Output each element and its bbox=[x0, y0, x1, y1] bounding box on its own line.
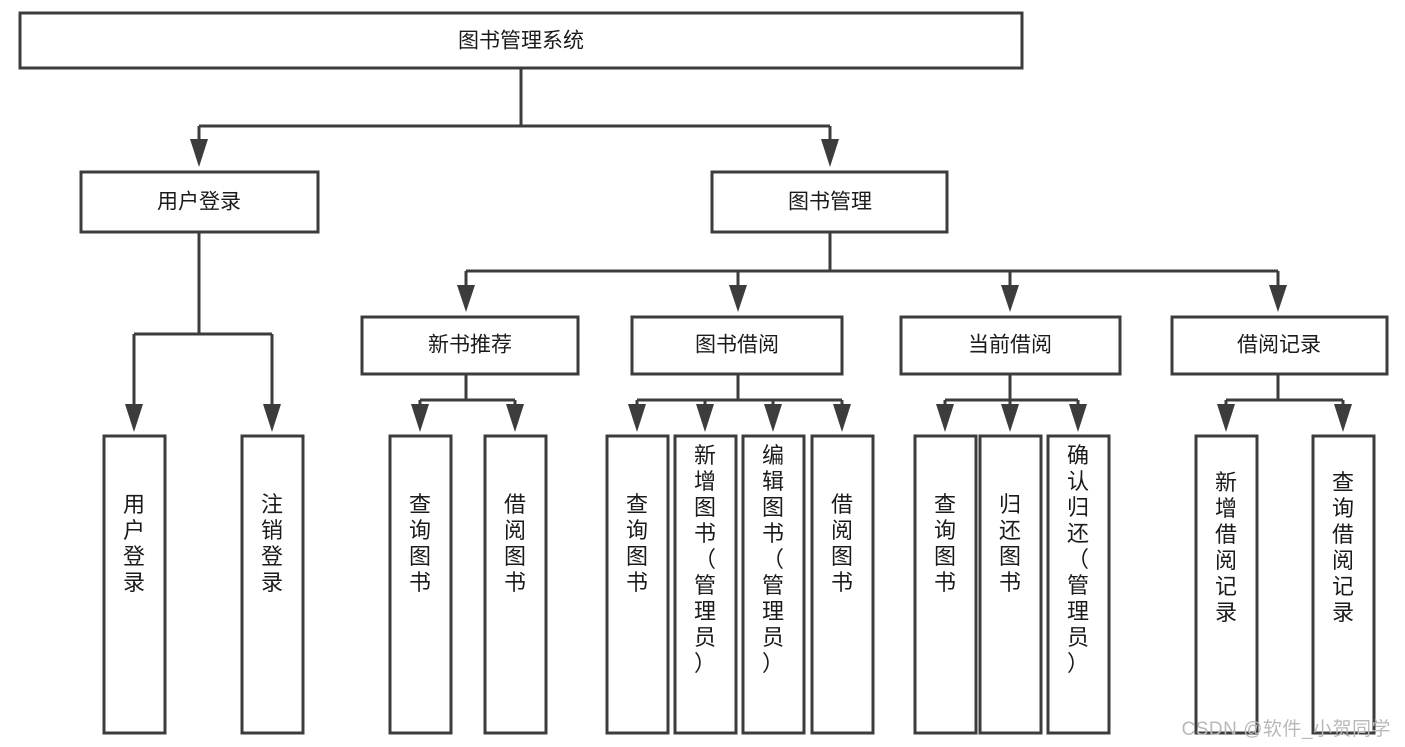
node-leaf-borrow-book-1-box[interactable] bbox=[483, 434, 548, 735]
node-leaf-edit-book-admin-label: 编辑图书（管理员） bbox=[762, 443, 784, 676]
node-current-borrow[interactable]: 当前借阅 bbox=[899, 315, 1122, 376]
node-leaf-confirm-return-admin[interactable]: 确认归还（管理员） bbox=[1046, 434, 1111, 735]
node-leaf-user-login-label: 用户登录 bbox=[123, 492, 145, 595]
node-leaf-query-book-1[interactable]: 查询图书 bbox=[388, 434, 453, 735]
arrow-head-leaf-borrow-book-2 bbox=[833, 404, 851, 432]
node-book-borrow[interactable]: 图书借阅 bbox=[630, 315, 844, 376]
node-leaf-borrow-book-2[interactable]: 借阅图书 bbox=[810, 434, 875, 735]
node-leaf-add-borrow-record-box[interactable] bbox=[1194, 434, 1259, 735]
node-leaf-add-borrow-record-label: 新增借阅记录 bbox=[1215, 470, 1237, 625]
node-leaf-add-book-admin-box[interactable] bbox=[673, 434, 738, 735]
arrow-head-book-management bbox=[821, 139, 839, 167]
node-current-borrow-label: 当前借阅 bbox=[968, 334, 1052, 357]
node-book-borrow-label: 图书借阅 bbox=[695, 334, 779, 357]
node-leaf-logout-login[interactable]: 注销登录 bbox=[240, 434, 305, 735]
node-leaf-add-book-admin[interactable]: 新增图书（管理员） bbox=[673, 434, 738, 735]
connector-group-book-borrow bbox=[628, 374, 851, 432]
node-new-book-recommend-label: 新书推荐 bbox=[428, 334, 512, 357]
node-leaf-query-book-3-label: 查询图书 bbox=[934, 492, 956, 595]
node-book-borrow-box[interactable] bbox=[630, 315, 844, 376]
node-leaf-query-borrow-record-label: 查询借阅记录 bbox=[1332, 470, 1354, 625]
node-leaf-add-borrow-record[interactable]: 新增借阅记录 bbox=[1194, 434, 1259, 735]
node-leaf-user-login[interactable]: 用户登录 bbox=[102, 434, 167, 735]
node-root-label: 图书管理系统 bbox=[458, 30, 584, 53]
node-user-login[interactable]: 用户登录 bbox=[79, 170, 320, 234]
node-leaf-query-book-2-label: 查询图书 bbox=[626, 492, 648, 595]
node-new-book-recommend-box[interactable] bbox=[360, 315, 580, 376]
node-leaf-return-book[interactable]: 归还图书 bbox=[978, 434, 1043, 735]
node-book-management[interactable]: 图书管理 bbox=[710, 170, 949, 234]
arrow-head-leaf-borrow-book-1 bbox=[506, 404, 524, 432]
node-root-system[interactable]: 图书管理系统 bbox=[18, 11, 1024, 70]
node-leaf-edit-book-admin-box[interactable] bbox=[741, 434, 806, 735]
node-leaf-query-book-2[interactable]: 查询图书 bbox=[605, 434, 670, 735]
node-borrow-record-label: 借阅记录 bbox=[1237, 334, 1321, 357]
arrow-head-leaf-query-borrow-record bbox=[1334, 404, 1352, 432]
node-leaf-borrow-book-1[interactable]: 借阅图书 bbox=[483, 434, 548, 735]
node-user-login-box[interactable] bbox=[79, 170, 320, 234]
connector-group-user-login bbox=[125, 232, 281, 432]
node-root-box[interactable] bbox=[18, 11, 1024, 70]
node-leaf-return-book-label: 归还图书 bbox=[999, 492, 1021, 595]
node-new-book-recommend[interactable]: 新书推荐 bbox=[360, 315, 580, 376]
arrow-head-leaf-query-book-3 bbox=[936, 404, 954, 432]
node-leaf-query-book-2-box[interactable] bbox=[605, 434, 670, 735]
node-leaf-query-book-3[interactable]: 查询图书 bbox=[913, 434, 978, 735]
node-book-management-label: 图书管理 bbox=[788, 191, 872, 214]
connector-group-root bbox=[190, 68, 839, 167]
node-current-borrow-box[interactable] bbox=[899, 315, 1122, 376]
node-leaf-borrow-book-2-label: 借阅图书 bbox=[831, 492, 853, 595]
arrow-head-user-login bbox=[190, 139, 208, 167]
node-leaf-borrow-book-1-label: 借阅图书 bbox=[504, 492, 526, 595]
node-leaf-query-book-1-label: 查询图书 bbox=[409, 492, 431, 595]
arrow-head-new-book-recommend bbox=[457, 285, 475, 312]
csdn-watermark: CSDN @软件_小贺同学 bbox=[1181, 719, 1391, 740]
node-book-management-box[interactable] bbox=[710, 170, 949, 234]
connector-group-current-borrow bbox=[936, 374, 1087, 432]
node-leaf-query-book-3-box[interactable] bbox=[913, 434, 978, 735]
arrow-head-leaf-return-book bbox=[1001, 404, 1019, 432]
arrow-head-leaf-edit-book-admin bbox=[764, 404, 782, 432]
node-leaf-query-borrow-record-box[interactable] bbox=[1311, 434, 1376, 735]
node-leaf-user-login-box[interactable] bbox=[102, 434, 167, 735]
node-user-login-label: 用户登录 bbox=[157, 191, 241, 214]
node-leaf-logout-login-label: 注销登录 bbox=[261, 492, 283, 595]
node-borrow-record[interactable]: 借阅记录 bbox=[1170, 315, 1389, 376]
node-leaf-return-book-box[interactable] bbox=[978, 434, 1043, 735]
node-leaf-borrow-book-2-box[interactable] bbox=[810, 434, 875, 735]
arrow-head-book-borrow bbox=[729, 285, 747, 312]
node-leaf-logout-login-box[interactable] bbox=[240, 434, 305, 735]
node-leaf-confirm-return-admin-label: 确认归还（管理员） bbox=[1067, 443, 1089, 676]
arrow-head-current-borrow bbox=[1001, 285, 1019, 312]
arrow-head-leaf-logout-login bbox=[263, 404, 281, 432]
arrow-head-leaf-user-login bbox=[125, 404, 143, 432]
arrow-head-leaf-query-book-1 bbox=[411, 404, 429, 432]
arrow-head-leaf-add-book-admin bbox=[696, 404, 714, 432]
arrow-head-leaf-confirm-return-admin bbox=[1069, 404, 1087, 432]
connector-group-book-management bbox=[457, 232, 1287, 312]
connector-group-borrow-record bbox=[1217, 374, 1352, 432]
connector-group-new-book-recommend bbox=[411, 374, 524, 432]
node-borrow-record-box[interactable] bbox=[1170, 315, 1389, 376]
node-leaf-query-book-1-box[interactable] bbox=[388, 434, 453, 735]
node-leaf-confirm-return-admin-box[interactable] bbox=[1046, 434, 1111, 735]
node-leaf-edit-book-admin[interactable]: 编辑图书（管理员） bbox=[741, 434, 806, 735]
arrow-head-borrow-record bbox=[1269, 285, 1287, 312]
arrow-head-leaf-add-borrow-record bbox=[1217, 404, 1235, 432]
node-leaf-add-book-admin-label: 新增图书（管理员） bbox=[694, 443, 716, 676]
arrow-head-leaf-query-book-2 bbox=[628, 404, 646, 432]
node-leaf-query-borrow-record[interactable]: 查询借阅记录 bbox=[1311, 434, 1376, 735]
